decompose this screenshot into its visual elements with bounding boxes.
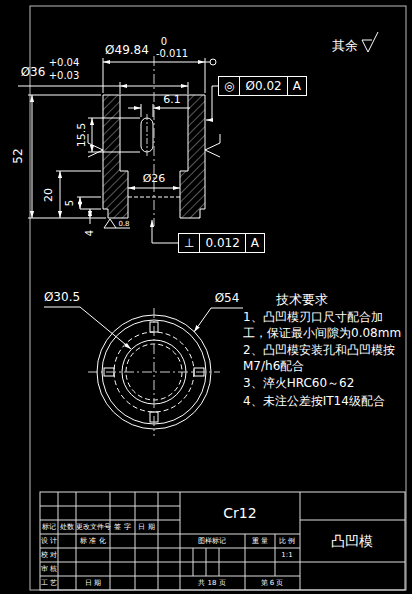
dimension-text: 20 [43, 188, 56, 202]
requirement-item: 3、淬火HRC60～62 [243, 376, 405, 392]
dimension-text: 52 [12, 148, 26, 163]
table-cell: 校 对 [41, 551, 57, 559]
tolerance-text: +0.03 [49, 70, 80, 82]
dimension-lines [18, 58, 216, 224]
dimension-text: Ø26 [143, 173, 166, 186]
requirement-item: 4、未注公差按IT14级配合 [243, 394, 405, 410]
requirement-item: 1、凸凹模刃口尺寸配合加工，保证最小间隙为0.08mm [243, 310, 405, 341]
material-text: Cr12 [223, 505, 256, 521]
tolerance-frame: ⊥0.012A [178, 233, 265, 253]
table-cell: 日 期 [138, 523, 154, 531]
table-cell: 签 字 [114, 523, 130, 531]
dimension-text: 15.5 [76, 123, 89, 148]
tolerance-text: 0 [161, 36, 167, 48]
roughness-value: 0.8 [118, 220, 129, 228]
section-view [103, 56, 205, 226]
table-cell: 处数 [60, 523, 74, 531]
dimension-text: 4 [84, 230, 96, 236]
tolerance-frame: ◎Ø0.02A [218, 76, 307, 96]
dimension-text: Ø49.84 [105, 44, 149, 58]
tolerance-cell: ◎ [219, 77, 239, 95]
table-cell: 更改文件号 [76, 523, 111, 531]
dimension-text: Ø30.5 [44, 291, 80, 305]
table-cell: 设 计 [41, 537, 57, 545]
title-block [40, 492, 405, 590]
sheet-border [30, 6, 406, 590]
table-cell: 重 量 [252, 537, 268, 545]
table-cell: 日 期 [85, 579, 101, 587]
tolerance-cell: A [287, 77, 306, 95]
tolerance-cell: A [245, 234, 264, 252]
tolerance-text: +0.04 [49, 57, 80, 69]
table-cell: 标记 [42, 523, 56, 531]
top-view [44, 307, 243, 436]
dimension-text: Ø54 [215, 292, 240, 306]
roughness-symbol [88, 32, 378, 228]
note-text: 其余 [332, 39, 358, 54]
leader-line [152, 220, 178, 243]
table-cell: 比 例 [279, 537, 295, 545]
table-cell: 审 核 [41, 565, 57, 573]
tolerance-text: -0.011 [156, 48, 188, 60]
table-cell: 1:1 [281, 551, 292, 559]
leader-line [206, 86, 218, 120]
part-name: 凸凹模 [331, 533, 373, 549]
tolerance-cell: Ø0.02 [239, 77, 286, 95]
requirements-heading: 技术要求 [276, 293, 328, 308]
table-cell: 工 艺 [41, 579, 57, 587]
tolerance-cell: ⊥ [179, 234, 199, 252]
table-cell: 共 18 页 [198, 579, 225, 587]
table-cell: 标 准 化 [80, 537, 105, 545]
requirement-item: 2、凸凹模安装孔和凸凹模按M7/h6配合 [243, 343, 405, 374]
dimension-text: 6.1 [163, 94, 181, 107]
tolerance-cell: 0.012 [199, 234, 244, 252]
dimension-text: Ø36 [21, 66, 46, 80]
table-cell: 第 6 页 [261, 579, 284, 587]
table-cell: 图样标记 [198, 537, 226, 545]
dimension-text: 5 [64, 200, 76, 206]
